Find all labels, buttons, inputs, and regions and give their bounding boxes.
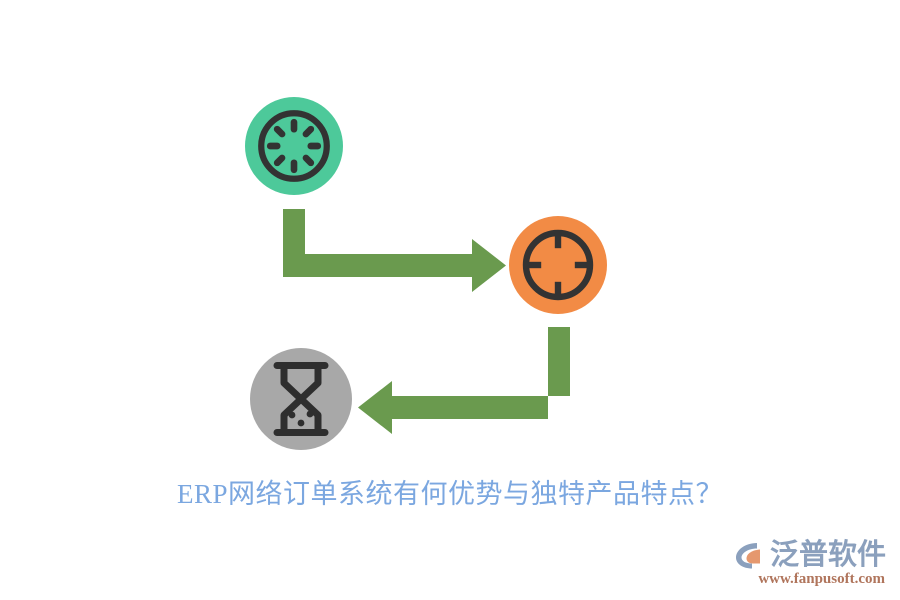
watermark: 泛普软件 www.fanpusoft.com [733,540,886,588]
loading-spinner-icon [258,110,330,182]
node-hourglass [250,348,352,450]
watermark-url-text: www.fanpusoft.com [758,571,885,587]
hourglass-icon [273,362,329,436]
node-loading-spinner [245,97,343,195]
fanpu-c-arc-logo-icon [735,543,760,569]
watermark-logo-row: 泛普软件 [733,540,886,570]
node-target-crosshair [509,216,607,314]
arrow-target-to-hourglass [358,327,570,434]
hourglass-sand-dots [288,410,314,427]
page-caption: ERP网络订单系统有何优势与独特产品特点？ [176,479,724,509]
target-crosshair-icon [522,229,594,301]
arrow-loading-to-target [283,209,506,292]
watermark-brand-text: 泛普软件 [769,539,886,571]
